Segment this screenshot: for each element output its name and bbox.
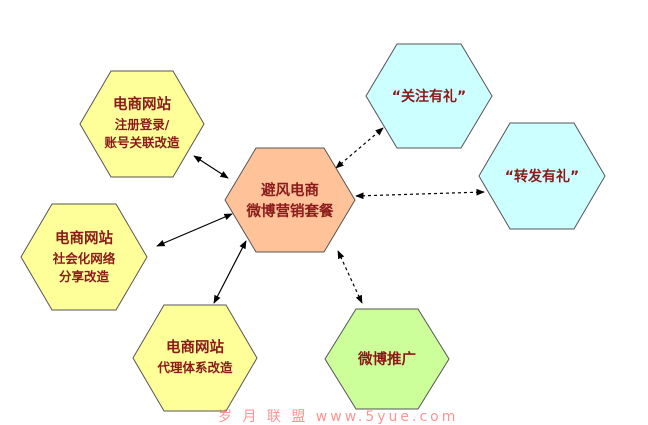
login-line-2: 注册登录/	[115, 117, 170, 132]
hex-agent: 电商网站 代理体系改造	[132, 304, 258, 412]
hex-login: 电商网站 注册登录/ 账号关联改造	[79, 70, 205, 178]
link-repost	[355, 188, 485, 200]
promo-line-1: 微博推广	[357, 350, 416, 368]
login-line-3: 账号关联改造	[104, 135, 180, 150]
hex-repost: “转发有礼”	[478, 122, 606, 230]
link-login	[193, 155, 229, 179]
center-line-1: 避风电商	[261, 181, 319, 199]
center-line-2: 微博营销套餐	[246, 202, 334, 220]
hex-social: 电商网站 社会化网络 分享改造	[20, 203, 148, 311]
login-line-1: 电商网站	[113, 95, 171, 113]
social-line-2: 社会化网络	[52, 251, 116, 266]
follow-line-1: “关注有礼”	[392, 88, 466, 105]
hex-follow: “关注有礼”	[365, 43, 493, 149]
link-agent	[213, 240, 247, 304]
social-line-3: 分享改造	[59, 269, 110, 284]
repost-line-1: “转发有礼”	[505, 168, 579, 185]
social-line-1: 电商网站	[55, 229, 113, 247]
watermark-text: 岁 月 联 盟 www.5yue.com	[218, 409, 458, 425]
agent-line-2: 代理体系改造	[156, 360, 233, 375]
agent-line-1: 电商网站	[166, 338, 224, 356]
hex-center: 避风电商 微博营销套餐	[224, 147, 356, 253]
link-promo	[337, 250, 363, 304]
link-follow	[335, 127, 384, 169]
link-social	[156, 213, 233, 247]
hex-promo: 微博推广	[324, 308, 450, 410]
